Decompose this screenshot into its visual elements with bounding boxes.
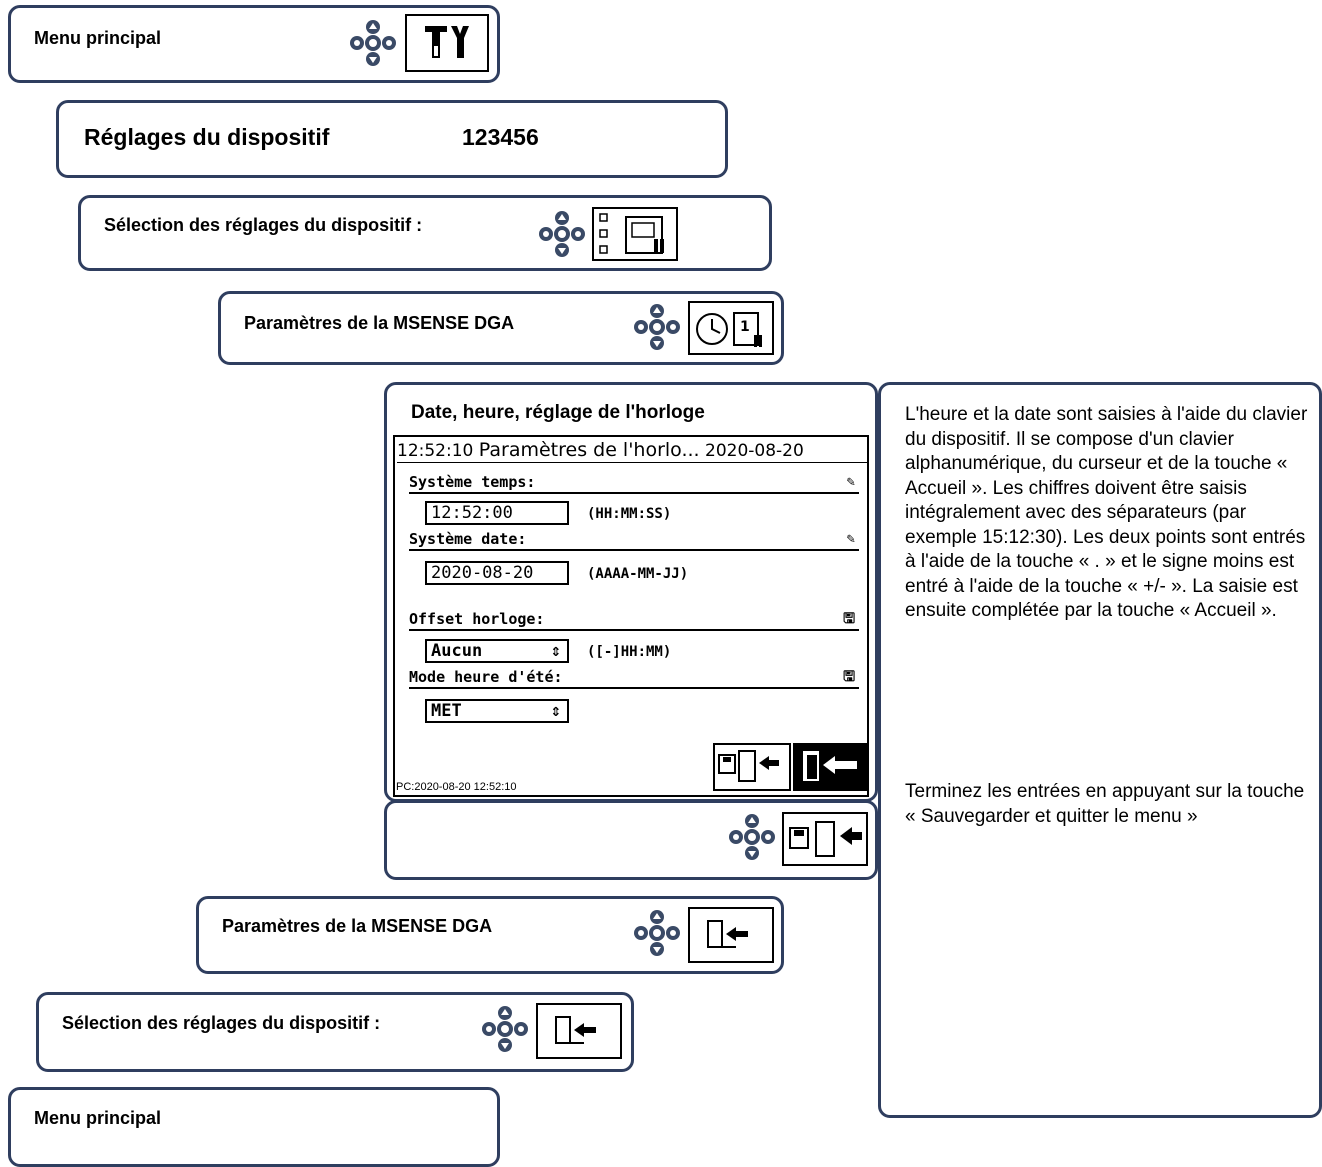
- exit-door-icon[interactable]: [688, 907, 774, 963]
- select-arrows-icon: ⇕: [550, 641, 561, 661]
- screen-title-bar: 12:52:10 Paramètres de l'horlo... 2020-0…: [397, 439, 867, 463]
- pencil-icon[interactable]: ✎: [846, 474, 855, 490]
- help-paragraph-1: L'heure et la date sont saisies à l'aide…: [905, 404, 1308, 621]
- navigation-pad-icon[interactable]: [537, 209, 587, 259]
- save-and-exit-button[interactable]: [713, 743, 791, 791]
- save-and-exit-icon[interactable]: [782, 812, 868, 866]
- device-settings-label: Réglages du dispositif: [84, 124, 330, 150]
- screen-title-text: Paramètres de l'horlo...: [478, 439, 700, 461]
- msense-params-label: Paramètres de la MSENSE DGA: [244, 313, 515, 333]
- exit-door-icon[interactable]: [536, 1003, 622, 1059]
- system-date-field[interactable]: 2020-08-20: [425, 561, 569, 585]
- system-time-label: Système temps: ✎: [409, 472, 859, 494]
- screen-title-date: 2020-08-20: [705, 441, 804, 461]
- select-arrows-icon: ⇕: [550, 701, 561, 721]
- device-settings-code: 123456: [462, 124, 539, 150]
- help-panel: L'heure et la date sont saisies à l'aide…: [878, 382, 1322, 1118]
- floppy-icon[interactable]: 🖫: [843, 611, 855, 627]
- navigation-pad-icon[interactable]: [348, 18, 398, 68]
- clock-settings-icon[interactable]: 1: [688, 301, 774, 355]
- navigation-pad-icon[interactable]: [480, 1004, 530, 1054]
- main-menu-top-label: Menu principal: [34, 28, 162, 48]
- system-date-hint: (AAAA-MM-JJ): [587, 566, 689, 582]
- device-screen: 12:52:10 Paramètres de l'horlo... 2020-0…: [393, 435, 869, 797]
- clock-offset-label: Offset horloge: 🖫: [409, 609, 859, 631]
- step-settings-selection-back: [36, 992, 634, 1072]
- dst-mode-label: Mode heure d'été: 🖫: [409, 667, 859, 689]
- exit-button[interactable]: [793, 743, 867, 791]
- msense-params-back-label: Paramètres de la MSENSE DGA: [222, 916, 493, 936]
- system-date-label: Système date: ✎: [409, 529, 859, 551]
- pc-timestamp: PC:2020-08-20 12:52:10: [396, 781, 517, 793]
- navigation-pad-icon[interactable]: [727, 812, 777, 862]
- step-msense-params-back: [196, 896, 784, 974]
- step-main-menu-bottom: [8, 1087, 500, 1167]
- main-menu-bottom-label: Menu principal: [34, 1108, 162, 1128]
- clock-offset-select[interactable]: Aucun ⇕: [425, 639, 569, 663]
- system-time-hint: (HH:MM:SS): [587, 506, 672, 522]
- help-paragraph-2: Terminez les entrées en appuyant sur la …: [905, 781, 1305, 827]
- settings-selection-label: Sélection des réglages du dispositif :: [104, 215, 423, 235]
- settings-selection-back-label: Sélection des réglages du dispositif :: [62, 1013, 381, 1033]
- screen-title-time: 12:52:10: [397, 441, 474, 461]
- pencil-icon[interactable]: ✎: [846, 531, 855, 547]
- settings-list-icon[interactable]: [592, 207, 678, 261]
- clock-offset-hint: ([-]HH:MM): [587, 644, 672, 660]
- floppy-icon[interactable]: 🖫: [843, 669, 855, 685]
- datetime-title: Date, heure, réglage de l'horloge: [411, 402, 705, 423]
- svg-text:1: 1: [740, 319, 750, 335]
- dst-mode-select[interactable]: MET ⇕: [425, 699, 569, 723]
- system-time-field[interactable]: 12:52:00: [425, 501, 569, 525]
- tools-icon[interactable]: [405, 14, 489, 72]
- step-device-settings: [56, 100, 728, 178]
- navigation-pad-icon[interactable]: [632, 302, 682, 352]
- navigation-pad-icon[interactable]: [632, 908, 682, 958]
